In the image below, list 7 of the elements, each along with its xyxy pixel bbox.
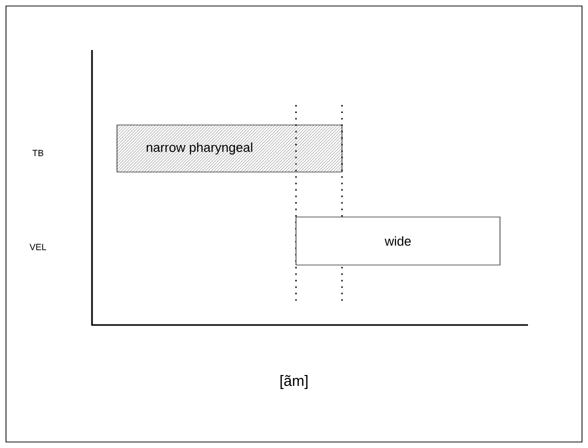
bar — [296, 216, 500, 266]
bar-label: narrow pharyngeal — [146, 142, 252, 155]
caption: [ãm] — [280, 375, 308, 389]
axis-label: VEL — [30, 244, 46, 250]
bar — [116, 124, 342, 172]
axis-label: TB — [32, 150, 44, 156]
bar-label: wide — [384, 236, 411, 246]
